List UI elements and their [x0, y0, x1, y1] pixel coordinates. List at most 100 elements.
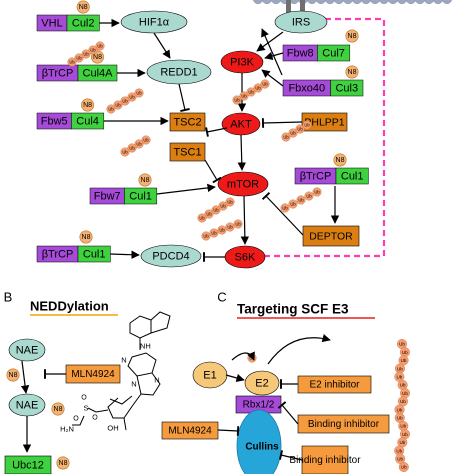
substrate-receptor-label: Fbxo40	[288, 83, 325, 95]
ub-bead	[260, 79, 270, 89]
node-nae-top: NAE	[8, 338, 46, 362]
ub-label: Ub	[397, 416, 403, 421]
ub-label: Ub	[122, 150, 128, 155]
ub-bead	[398, 462, 409, 473]
panel-b-letter: B	[4, 290, 13, 305]
ub-bead	[239, 91, 249, 101]
node-mtor-label: mTOR	[227, 179, 259, 191]
ub-bead	[204, 209, 214, 219]
node-nae-top-label: NAE	[16, 345, 39, 357]
node-e1-label: E1	[203, 370, 216, 382]
n8-badge: N8	[333, 153, 347, 167]
membrane-lipid	[262, 0, 272, 4]
ub-e1-e2: Ub	[247, 353, 257, 363]
ub-bead	[233, 219, 243, 229]
membrane-lipid	[316, 0, 326, 4]
arrow-fbxo40-irs	[261, 28, 283, 76]
node-e1: E1	[192, 361, 228, 389]
ub-label: Ub	[397, 457, 403, 462]
ub-bead	[225, 222, 235, 232]
feedback-loop-dashed	[264, 17, 386, 258]
ub-label: Ub	[396, 375, 402, 380]
node-pdcd4: PDCD4	[140, 244, 202, 268]
ub-bead	[134, 139, 144, 149]
node-mtor: mTOR	[217, 171, 269, 197]
ub-bead	[201, 231, 211, 241]
substrate-receptor-label: Fbw7	[94, 191, 121, 203]
inhibit-mln-cullins	[217, 426, 240, 436]
ub-bead	[141, 135, 151, 145]
n8-badge: N8	[81, 98, 95, 112]
cullin-box	[330, 79, 364, 97]
node-tsc1: TSC1	[169, 142, 206, 162]
ub-label: Ub	[290, 202, 296, 207]
ub-label: Ub	[298, 198, 304, 203]
ub-bead	[67, 57, 77, 67]
n8-label: N8	[83, 102, 92, 109]
panel-c-title: Targeting SCF E3	[237, 302, 349, 317]
inhibitor-mln4924-c: MLN4924	[161, 421, 219, 440]
membrane-lipid	[334, 0, 344, 4]
mln4924-structure	[72, 311, 171, 431]
n8-badge: N8	[345, 29, 359, 43]
membrane-lipid	[442, 0, 452, 4]
inhibitor-binding-1: Binding inhibitor	[297, 414, 390, 434]
inhibitor-binding-1-label: Binding inhibitor	[308, 419, 380, 430]
cullins-oval	[236, 409, 282, 474]
node-akt-label: AKT	[230, 119, 252, 131]
n8-label: N8	[336, 157, 345, 164]
ub-bead	[288, 199, 298, 209]
ub-label: Ub	[115, 103, 121, 108]
node-redd1: REDD1	[146, 59, 212, 85]
node-tsc2: TSC2	[169, 112, 206, 132]
n8-label: N8	[348, 33, 357, 40]
n8-circle	[76, 0, 90, 14]
inhibit-akt-tsc2	[205, 127, 228, 137]
ub-label: Ub	[129, 146, 135, 151]
ub-label: Ub	[397, 366, 403, 371]
ub-label: Ub	[203, 234, 209, 239]
substrate-receptor-label: βTrCP	[42, 249, 74, 261]
node-e2: E2	[244, 370, 280, 396]
ub-label: Ub	[227, 225, 233, 230]
n8-circle	[345, 65, 359, 79]
arrow-hif1a-redd1	[153, 32, 171, 59]
n8-circle	[333, 153, 347, 167]
chem-o1: O	[81, 395, 87, 402]
ub-label: Ub	[402, 350, 408, 355]
n8-label: N8	[82, 234, 91, 241]
inhibitor-mln4924-b-label: MLN4924	[71, 369, 115, 380]
cullin-label: Cul2	[72, 18, 95, 30]
ub-label: Ub	[297, 127, 303, 132]
ub-label: Ub	[220, 204, 226, 209]
inhibitor-e2-label: E2 inhibitor	[309, 380, 360, 391]
ub-bead	[113, 100, 123, 110]
ub-label: Ub	[108, 107, 114, 112]
ub-bead	[95, 41, 105, 51]
ub-label: Ub	[129, 95, 135, 100]
ub-label: Ub	[136, 142, 142, 147]
node-nae-bottom: NAE	[8, 393, 46, 417]
arrow-btrcp-pdcd4	[110, 250, 140, 259]
chem-n1: N	[131, 380, 136, 389]
arrow-mtor-s6k	[240, 195, 250, 245]
inhibit-binding-1	[277, 401, 299, 425]
cullin-box	[317, 44, 351, 62]
node-phlpp1: PHLPP1	[301, 112, 348, 132]
cullin-label: Cul4A	[83, 68, 114, 80]
inhibit-phlpp1-akt	[261, 118, 303, 128]
inhibitor-e2: E2 inhibitor	[297, 375, 372, 394]
ub-label: Ub	[401, 358, 407, 363]
ub-label: Ub	[400, 399, 406, 404]
membrane-lipid	[379, 0, 389, 4]
ub-bead	[232, 95, 242, 105]
substrate-receptor-label: VHL	[41, 18, 62, 30]
ub-label: Ub	[400, 424, 406, 429]
arrow-fbxo40-pi3k	[261, 69, 284, 87]
ub-label: Ub	[97, 44, 103, 49]
ub-label: Ub	[83, 52, 89, 57]
